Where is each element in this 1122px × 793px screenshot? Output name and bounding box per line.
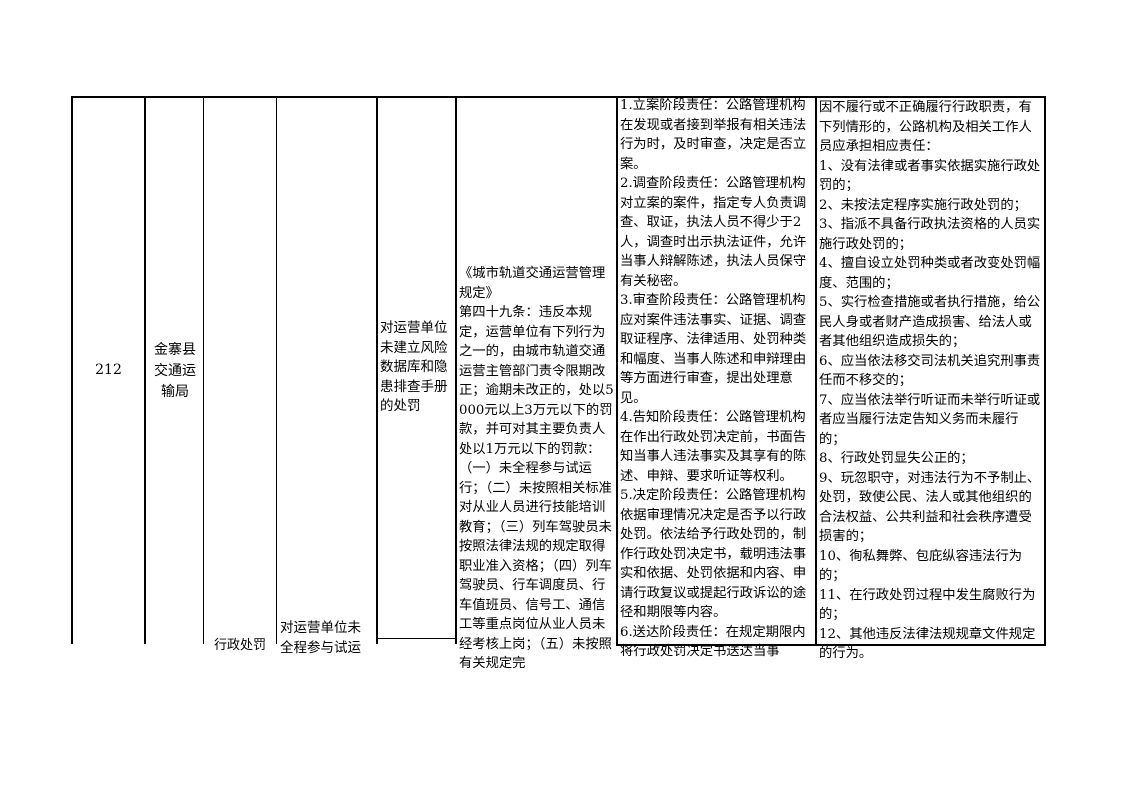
table-top-border (71, 96, 1046, 98)
column-border-5 (376, 96, 378, 644)
liability-item: 6、应当依法移交司法机关追究刑事责任而不移交的； (819, 353, 1041, 389)
liability-item: 2、未按法定程序实施行政处罚的； (819, 197, 1027, 213)
column-border-6 (455, 96, 457, 644)
item-name-cell: 对运营单位未建立风险数据库和隐患排查手册的处罚 (380, 98, 454, 638)
row-number: 212 (73, 98, 144, 644)
liability-item: 5、实行检查措施或者执行措施，给公民人身或者财产造成损害、给法人或者其他组织造成… (819, 295, 1041, 349)
liability-item: 11、在行政处罚过程中发生腐败行为的； (819, 587, 1036, 623)
liability-item: 10、徇私舞弊、包庇纵容违法行为的； (819, 548, 1023, 584)
stage-1: 1.立案阶段责任：公路管理机构在发现或者接到举报有相关违法行为时，及时审查，决定… (620, 98, 807, 172)
column-border-4 (276, 96, 277, 644)
responsibility-cell: 1.立案阶段责任：公路管理机构在发现或者接到举报有相关违法行为时，及时审查，决定… (620, 96, 814, 659)
liability-intro: 因不履行或不正确履行行政职责，有下列情形的，公路机构及相关工作人员应承担相应责任… (819, 100, 1032, 154)
liability-item: 3、指派不具备行政执法资格的人员实施行政处罚的； (819, 217, 1041, 252)
legal-basis-cell: 《城市轨道交通运营管理规定》 第四十九条：违反本规定，运营单位有下列行为之一的，… (459, 264, 615, 671)
basis-title: 《城市轨道交通运营管理规定》 (459, 266, 606, 301)
liability-cell: 因不履行或不正确履行行政职责，有下列情形的，公路机构及相关工作人员应承担相应责任… (819, 98, 1043, 661)
department-cell: 金寨县交通运输局 (150, 98, 200, 644)
column-border-2 (144, 96, 146, 644)
item-cell-bottom-border (376, 638, 456, 639)
basis-article: 第四十九条：违反本规定，运营单位有下列行为之一的，由城市轨道交通运营主管部门责令… (459, 305, 614, 671)
stage-4: 4.告知阶段责任：公路管理机构在作出行政处罚决定前，书面告知当事人违法事实及其享… (620, 410, 807, 484)
column-border-9 (1044, 96, 1046, 646)
department-name: 金寨县交通运输局 (154, 341, 196, 400)
column-border-3 (203, 96, 204, 644)
stage-6: 6.送达阶段责任：在规定期限内将行政处罚决定书送达当事 (620, 624, 806, 660)
liability-item: 7、应当依法举行听证而未举行听证或者应当履行法定告知义务而未履行的； (819, 392, 1041, 447)
category-text: 行政处罚 (214, 638, 267, 653)
liability-item: 4、擅自设立处罚种类或者改变处罚幅度、范围的； (819, 256, 1041, 291)
stage-5: 5.决定阶段责任：公路管理机构依据审理情况决定是否予以行政处罚。依法给予行政处罚… (620, 488, 807, 620)
liability-item: 8、行政处罚显失公正的； (819, 451, 974, 466)
column-border-1 (71, 96, 73, 644)
stage-2: 2.调查阶段责任：公路管理机构对立案的案件，指定专人负责调查、取证，执法人员不得… (620, 176, 807, 289)
liability-item: 12、其他违反法律法规规章文件规定的行为。 (819, 626, 1036, 662)
sub-item-cell: 对运营单位未全程参与试运 (280, 618, 374, 656)
stage-3: 3.审查阶段责任：公路管理机构应对案件违法事实、证据、调查取证程序、法律适用、处… (620, 293, 807, 406)
liability-item: 1、没有法律或者事实依据实施行政处罚的； (819, 158, 1041, 194)
row-number-text: 212 (95, 362, 122, 379)
category-cell: 行政处罚 (214, 636, 276, 653)
sub-item-text: 对运营单位未全程参与试运 (280, 620, 361, 656)
liability-item: 9、玩忽职守，对违法行为不予制止、处罚，致使公民、法人或其他组织的合法权益、公共… (819, 470, 1041, 545)
table-bottom-border-right (616, 644, 1046, 646)
item-name-text: 对运营单位未建立风险数据库和隐患排查手册的处罚 (380, 320, 448, 415)
column-border-7 (616, 96, 618, 644)
column-border-8 (815, 96, 817, 644)
